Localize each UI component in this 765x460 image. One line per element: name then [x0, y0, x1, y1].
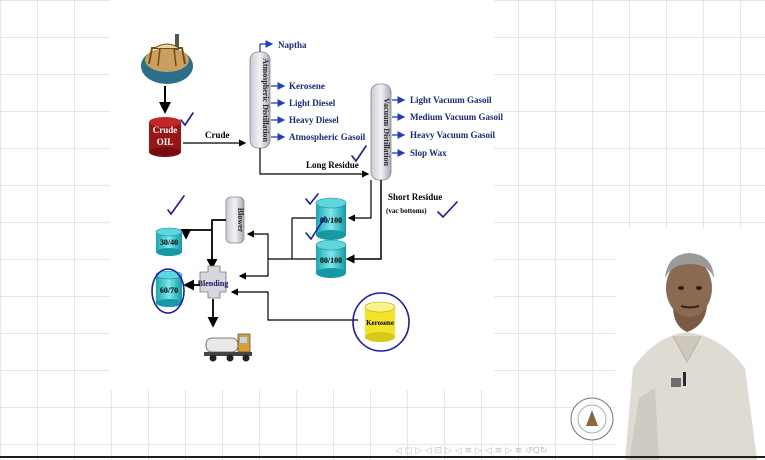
slop-wax-label: Slop Wax — [410, 148, 447, 158]
slide-navigation-controls[interactable]: ◁ ◻ ▷ ◁ ⊡ ▷ ◁ ≡ ▷ ◁ ≡ ▷ ≡ ↺Q↻ — [395, 446, 547, 456]
institute-seal-logo — [571, 398, 613, 440]
kerosene-to-blending — [232, 292, 358, 320]
blower-label: Blower — [236, 208, 245, 233]
tank-60-70: 60/70 — [156, 271, 182, 307]
heavy-vacuum-gasoil-label: Heavy Vacuum Gasoil — [410, 130, 496, 140]
check-mark-short-residue — [438, 202, 457, 217]
vacuum-products: Light Vacuum Gasoil Medium Vacuum Gasoil… — [392, 95, 504, 158]
short-residue-to-tank-b — [347, 180, 381, 259]
blending-label: Blending — [198, 279, 229, 288]
check-mark-long-residue — [352, 146, 366, 161]
heavy-diesel-label: Heavy Diesel — [289, 115, 339, 125]
kerosene-tank: Kerosene — [365, 302, 395, 342]
blower-to-blending — [212, 220, 226, 268]
light-diesel-label: Light Diesel — [289, 98, 336, 108]
naptha-label: Naptha — [278, 40, 307, 50]
light-vacuum-gasoil-label: Light Vacuum Gasoil — [410, 95, 492, 105]
tanker-truck-icon — [204, 334, 252, 362]
short-residue-note: (vac bottoms) — [386, 207, 427, 215]
blending-unit: Blending — [198, 266, 229, 298]
short-residue-to-tank-a — [349, 180, 371, 218]
crude-flow-label: Crude — [205, 130, 230, 140]
tank-80-100-lower-label: 80/100 — [320, 256, 342, 265]
crude-tank-label-2: OIL — [157, 137, 174, 147]
long-residue-label: Long Residue — [306, 160, 359, 170]
blower-column: Blower — [226, 197, 245, 243]
kerosene-label: Kerosene — [289, 81, 325, 91]
vacuum-distillation-column: Vacuum Distillation — [371, 84, 391, 180]
tank-30-40-label: 30/40 — [160, 238, 178, 247]
crude-oil-tank: Crude OIL — [149, 117, 181, 157]
atmospheric-column-label: Atmospheric Distillation — [261, 58, 270, 142]
blower-to-30-40 — [186, 230, 212, 238]
check-mark-crude — [181, 113, 193, 125]
tank-80-100-upper: 80/100 — [316, 198, 346, 240]
tank-30-40: 30/40 — [156, 228, 182, 256]
presenter-video — [615, 228, 765, 460]
to-blower-arrow — [248, 234, 268, 259]
kerosene-tank-label: Kerosene — [366, 319, 394, 327]
oil-rig-icon — [141, 34, 193, 84]
tank-80-100-lower: 80/100 — [316, 240, 346, 278]
crude-tank-label-1: Crude — [153, 125, 178, 135]
bottom-rule — [0, 456, 765, 458]
atmospheric-products: Kerosene Light Diesel Heavy Diesel Atmos… — [271, 81, 366, 142]
check-mark-30-40 — [168, 196, 184, 214]
vacuum-column-label: Vacuum Distillation — [382, 98, 391, 166]
to-blending-arrow-1 — [240, 259, 268, 276]
short-residue-label: Short Residue — [388, 192, 442, 202]
atmospheric-distillation-column: Atmospheric Distillation — [250, 52, 270, 148]
tank-60-70-label: 60/70 — [160, 286, 178, 295]
atmospheric-gasoil-label: Atmospheric Gasoil — [289, 132, 366, 142]
medium-vacuum-gasoil-label: Medium Vacuum Gasoil — [410, 112, 504, 122]
